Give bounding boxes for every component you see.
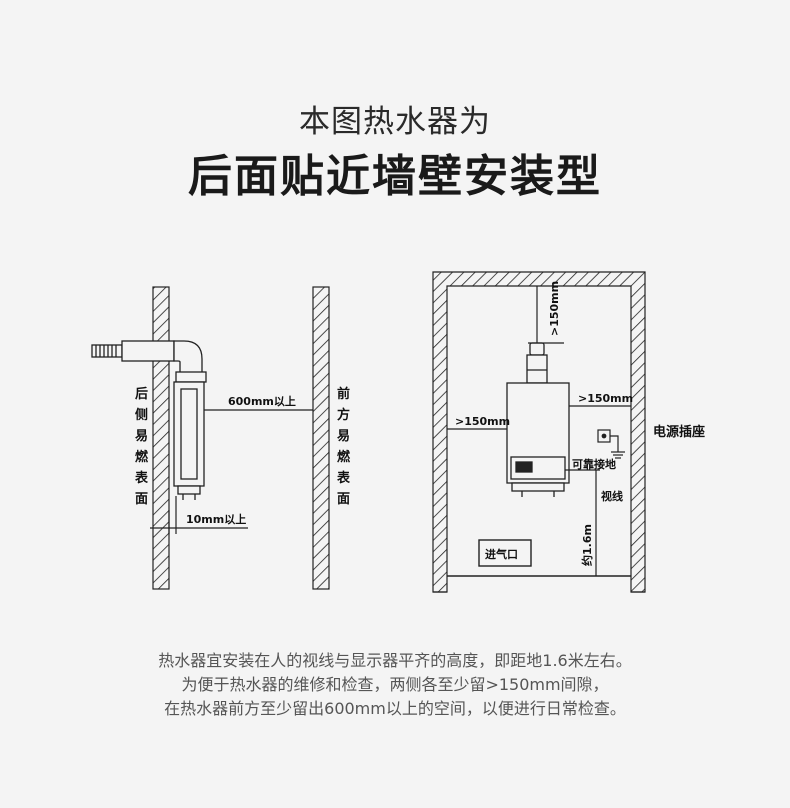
front-label-char: 方 [337,407,350,423]
front-wall [312,286,330,590]
power-socket-label: 电源插座 [653,424,705,440]
rear-label-char: 表 [134,470,149,486]
rear-wall [152,286,170,590]
front-label-char: 易 [337,429,350,444]
sight-line-label: 视线 [601,489,623,503]
front-combustible-label: 前 方 易 燃 表 面 [336,386,351,507]
rear-label-char: 燃 [135,449,149,465]
title-line-2: 后面贴近墙壁安装型 [188,151,602,202]
front-label-char: 表 [336,470,351,486]
rear-label-char: 侧 [135,407,148,423]
ground-label: 可靠接地 [572,457,616,471]
title-line-1: 本图热水器为 [299,104,491,140]
right-clearance-label: >150mm [578,392,633,405]
rear-label-char: 后 [135,386,148,402]
rear-combustible-label: 后 侧 易 燃 表 面 [134,386,149,507]
power-socket [597,429,625,459]
front-label-char: 面 [337,492,350,507]
side-view: 后 侧 易 燃 表 面 前 方 易 燃 表 面 600mm以上 10mm以上 [91,286,351,590]
front-label-char: 燃 [337,449,351,465]
flue-pipe [91,340,207,383]
caption-line: 在热水器前方至少留出600mm以上的空间，以便进行日常检查。 [164,699,626,718]
front-view: >150mm >150mm >150mm 电源插座 可靠接地 视线 约1.6m … [432,271,705,593]
caption-line: 为便于热水器的维修和检查，两侧各至少留>150mm间隙， [181,675,609,694]
left-clearance-label: >150mm [455,415,510,428]
front-distance-label: 600mm以上 [228,394,296,408]
front-label-char: 前 [337,386,350,402]
rear-label-char: 易 [135,429,148,444]
height-label: 约1.6m [580,524,594,566]
rear-label-char: 面 [135,492,148,507]
heater-side [173,381,205,500]
rear-distance-dim [150,496,248,534]
caption-line: 热水器宜安装在人的视线与显示器平齐的高度，即距地1.6米左右。 [158,651,632,670]
air-inlet-label: 进气口 [485,547,518,561]
caption: 热水器宜安装在人的视线与显示器平齐的高度，即距地1.6米左右。 为便于热水器的维… [0,649,790,721]
top-clearance-label: >150mm [548,281,561,336]
heater-front [506,342,570,497]
rear-distance-label: 10mm以上 [186,512,246,526]
air-inlet-box [478,539,532,567]
